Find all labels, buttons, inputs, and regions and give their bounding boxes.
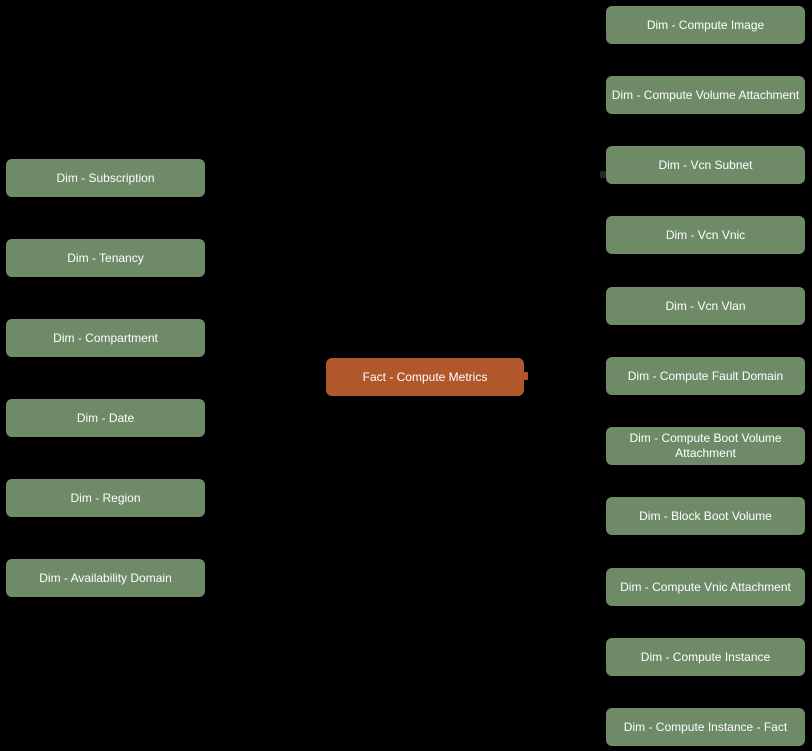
dim-node-vcn-vlan[interactable]: Dim - Vcn Vlan [606, 287, 805, 325]
dim-node-compute-instance-fact[interactable]: Dim - Compute Instance - Fact [606, 708, 805, 746]
dim-node-compute-instance[interactable]: Dim - Compute Instance [606, 638, 805, 676]
dim-node-vcn-vnic[interactable]: Dim - Vcn Vnic [606, 216, 805, 254]
dim-node-block-boot-volume[interactable]: Dim - Block Boot Volume [606, 497, 805, 535]
dim-node-vcn-subnet[interactable]: Dim - Vcn Subnet [606, 146, 805, 184]
connector-stub-fact [522, 372, 528, 380]
dim-node-compute-image[interactable]: Dim - Compute Image [606, 6, 805, 44]
dim-node-subscription[interactable]: Dim - Subscription [6, 159, 205, 197]
connector-stub-vcn-subnet [600, 171, 606, 178]
dim-node-compute-boot-volume-attachment[interactable]: Dim - Compute Boot Volume Attachment [606, 427, 805, 465]
dim-node-compute-volume-attachment[interactable]: Dim - Compute Volume Attachment [606, 76, 805, 114]
dim-node-availability-domain[interactable]: Dim - Availability Domain [6, 559, 205, 597]
dim-node-compute-fault-domain[interactable]: Dim - Compute Fault Domain [606, 357, 805, 395]
fact-node-compute-metrics[interactable]: Fact - Compute Metrics [326, 358, 524, 396]
dim-node-compartment[interactable]: Dim - Compartment [6, 319, 205, 357]
dim-node-tenancy[interactable]: Dim - Tenancy [6, 239, 205, 277]
dim-node-date[interactable]: Dim - Date [6, 399, 205, 437]
dim-node-region[interactable]: Dim - Region [6, 479, 205, 517]
dim-node-compute-vnic-attachment[interactable]: Dim - Compute Vnic Attachment [606, 568, 805, 606]
